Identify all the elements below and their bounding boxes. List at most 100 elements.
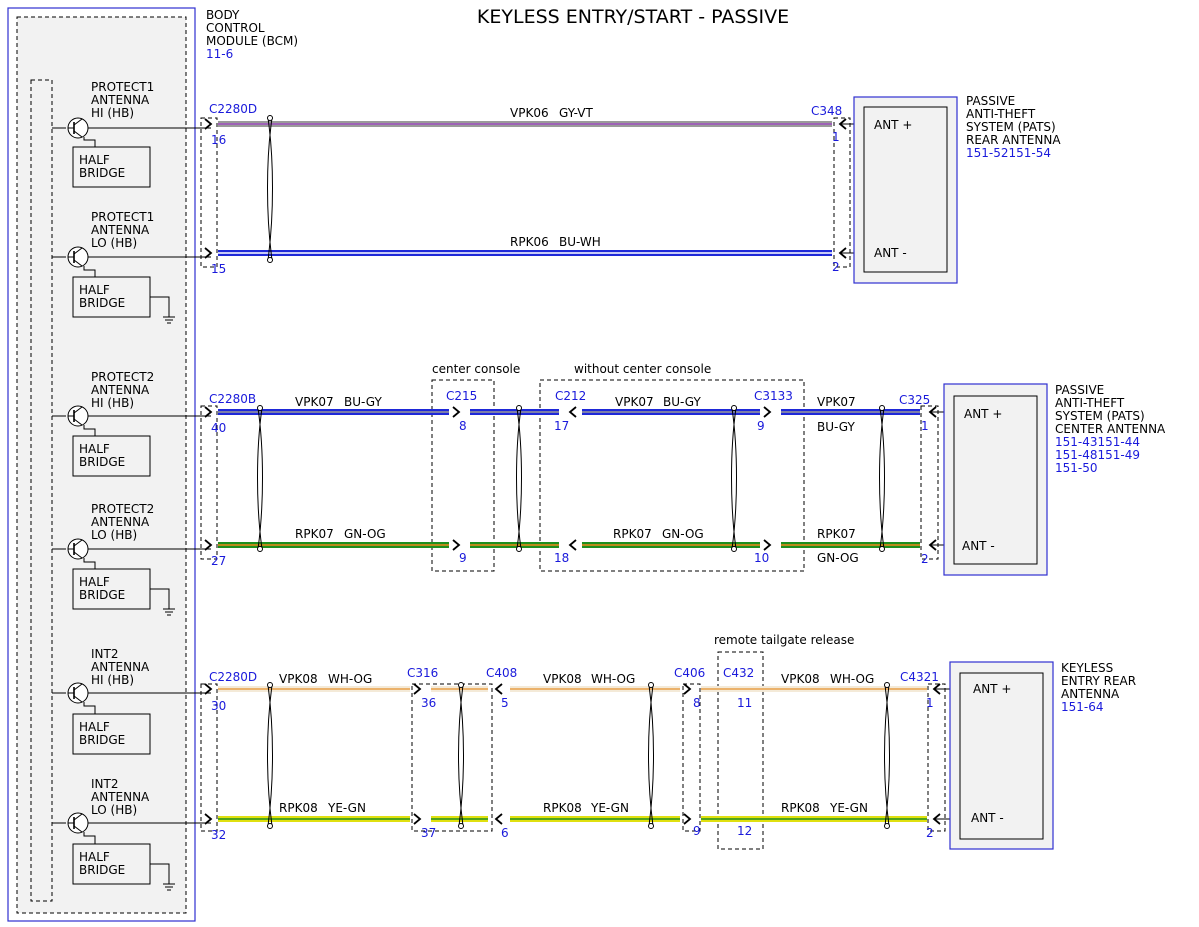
svg-text:1: 1 [926,696,934,710]
connector-pin-arrows [204,118,960,825]
wire-label: GN-OG [662,527,704,541]
bcm-output-protect2-hi: PROTECT2 ANTENNA HI (HB) HALF BRIDGE [52,370,211,477]
connector-c215[interactable]: C215 8 9 [446,389,477,565]
svg-text:C215: C215 [446,389,477,403]
svg-text:BRIDGE: BRIDGE [79,588,125,602]
svg-text:ANTENNA: ANTENNA [1061,687,1120,701]
svg-text:LO (HB): LO (HB) [91,236,137,250]
group-label-center-console: center console [432,362,520,376]
pin-label: ANT - [971,811,1004,825]
connector-c325[interactable]: C325 1 2 [899,393,930,566]
svg-text:37: 37 [421,826,436,840]
bcm-output-protect2-lo: PROTECT2 ANTENNA LO (HB) HALF BRIDGE [52,502,211,616]
svg-text:HALF: HALF [79,283,110,297]
svg-text:ANTENNA: ANTENNA [91,790,150,804]
transistor-icon [67,405,89,427]
svg-text:9: 9 [757,419,765,433]
svg-text:PASSIVE: PASSIVE [966,94,1015,108]
svg-text:PROTECT1: PROTECT1 [91,210,154,224]
svg-text:ANTENNA: ANTENNA [91,383,150,397]
component-ref-link[interactable]: 151-43151-44 [1055,435,1140,449]
svg-text:C4321: C4321 [900,670,939,684]
component-ref-link[interactable]: 151-64 [1061,700,1104,714]
connector-c4321[interactable]: C4321 1 2 [900,670,939,840]
svg-text:HALF: HALF [79,153,110,167]
svg-text:LO (HB): LO (HB) [91,528,137,542]
component-keyless-rear-antenna: ANT + ANT - KEYLESS ENTRY REAR ANTENNA 1… [949,661,1136,850]
svg-text:CENTER ANTENNA: CENTER ANTENNA [1055,422,1166,436]
wire-label: VPK08 [279,672,318,686]
svg-text:C348: C348 [811,104,842,118]
half-bridge-block [72,435,151,477]
component-ref-link[interactable]: 151-52151-54 [966,146,1051,160]
svg-text:27: 27 [211,554,226,568]
svg-text:LO (HB): LO (HB) [91,803,137,817]
bcm-output-int2-hi: INT2 ANTENNA HI (HB) HALF BRIDGE [52,647,211,755]
connector-c212[interactable]: C212 17 18 [554,389,586,565]
svg-text:C2280B: C2280B [209,392,256,406]
svg-text:C212: C212 [555,389,586,403]
svg-text:17: 17 [554,419,569,433]
half-bridge-block [72,276,151,318]
connector-c2280d-a[interactable]: C2280D 16 15 [209,102,257,276]
pin-label: ANT - [874,246,907,260]
svg-text:BRIDGE: BRIDGE [79,863,125,877]
connector-c2280b[interactable]: C2280B 40 27 [209,392,256,568]
component-pats-rear-antenna: ANT + ANT - PASSIVE ANTI-THEFT SYSTEM (P… [853,94,1061,284]
wire-label: WH-OG [328,672,372,686]
wire-label: VPK06 [510,106,549,120]
pin-label: ANT - [962,539,995,553]
connector-c432[interactable]: C432 11 12 [723,666,754,838]
svg-text:C2280D: C2280D [209,102,257,116]
svg-text:HALF: HALF [79,575,110,589]
svg-text:HALF: HALF [79,442,110,456]
svg-text:REAR ANTENNA: REAR ANTENNA [966,133,1061,147]
connector-c2280d-b[interactable]: C2280D 30 32 [209,670,257,842]
transistor-icon [67,117,89,139]
svg-text:C316: C316 [407,666,438,680]
pin-label: ANT + [964,407,1002,421]
svg-text:KEYLESS: KEYLESS [1061,661,1113,675]
group-label-remote-tailgate: remote tailgate release [714,633,854,647]
svg-text:16: 16 [211,133,226,147]
svg-text:BRIDGE: BRIDGE [79,296,125,310]
svg-text:PASSIVE: PASSIVE [1055,383,1104,397]
wire-label: BU-GY [344,395,382,409]
svg-text:ANTI-THEFT: ANTI-THEFT [1055,396,1125,410]
connector-c406[interactable]: C406 8 9 [674,666,705,838]
wire-label: VPK07 [817,395,856,409]
wire-label: GN-OG [817,551,859,565]
svg-text:30: 30 [211,699,226,713]
bcm-label: CONTROL [206,21,265,35]
connector-outlines [200,117,946,850]
connector-c408[interactable]: C408 5 6 [486,666,517,840]
wire-label: BU-GY [817,420,855,434]
svg-text:SYSTEM (PATS): SYSTEM (PATS) [966,120,1056,134]
wire-label: RPK07 [295,527,334,541]
wire-label: BU-WH [559,235,601,249]
bcm-ref-link[interactable]: 11-6 [206,47,233,61]
svg-text:2: 2 [832,260,840,274]
connector-c348[interactable]: C348 1 2 [811,104,842,274]
component-ref-link[interactable]: 151-50 [1055,461,1098,475]
wire-label: GY-VT [559,106,593,120]
bcm-output-protect1-hi: PROTECT1 ANTENNA HI (HB) HALF BRIDGE [52,80,211,188]
transistor-icon [67,246,89,268]
svg-text:11: 11 [737,696,752,710]
svg-text:C3133: C3133 [754,389,793,403]
svg-text:HI (HB): HI (HB) [91,396,134,410]
svg-text:ANTENNA: ANTENNA [91,93,150,107]
svg-text:HALF: HALF [79,850,110,864]
component-ref-link[interactable]: 151-48151-49 [1055,448,1140,462]
wire-label: RPK08 [781,801,820,815]
pin-label: ANT + [973,682,1011,696]
connector-c3133[interactable]: C3133 9 10 [754,389,793,565]
svg-text:C432: C432 [723,666,754,680]
transistor-icon [67,538,89,560]
svg-text:ENTRY REAR: ENTRY REAR [1061,674,1136,688]
svg-text:ANTI-THEFT: ANTI-THEFT [966,107,1036,121]
connector-c316[interactable]: C316 36 37 [407,666,438,840]
svg-text:C408: C408 [486,666,517,680]
svg-text:SYSTEM (PATS): SYSTEM (PATS) [1055,409,1145,423]
